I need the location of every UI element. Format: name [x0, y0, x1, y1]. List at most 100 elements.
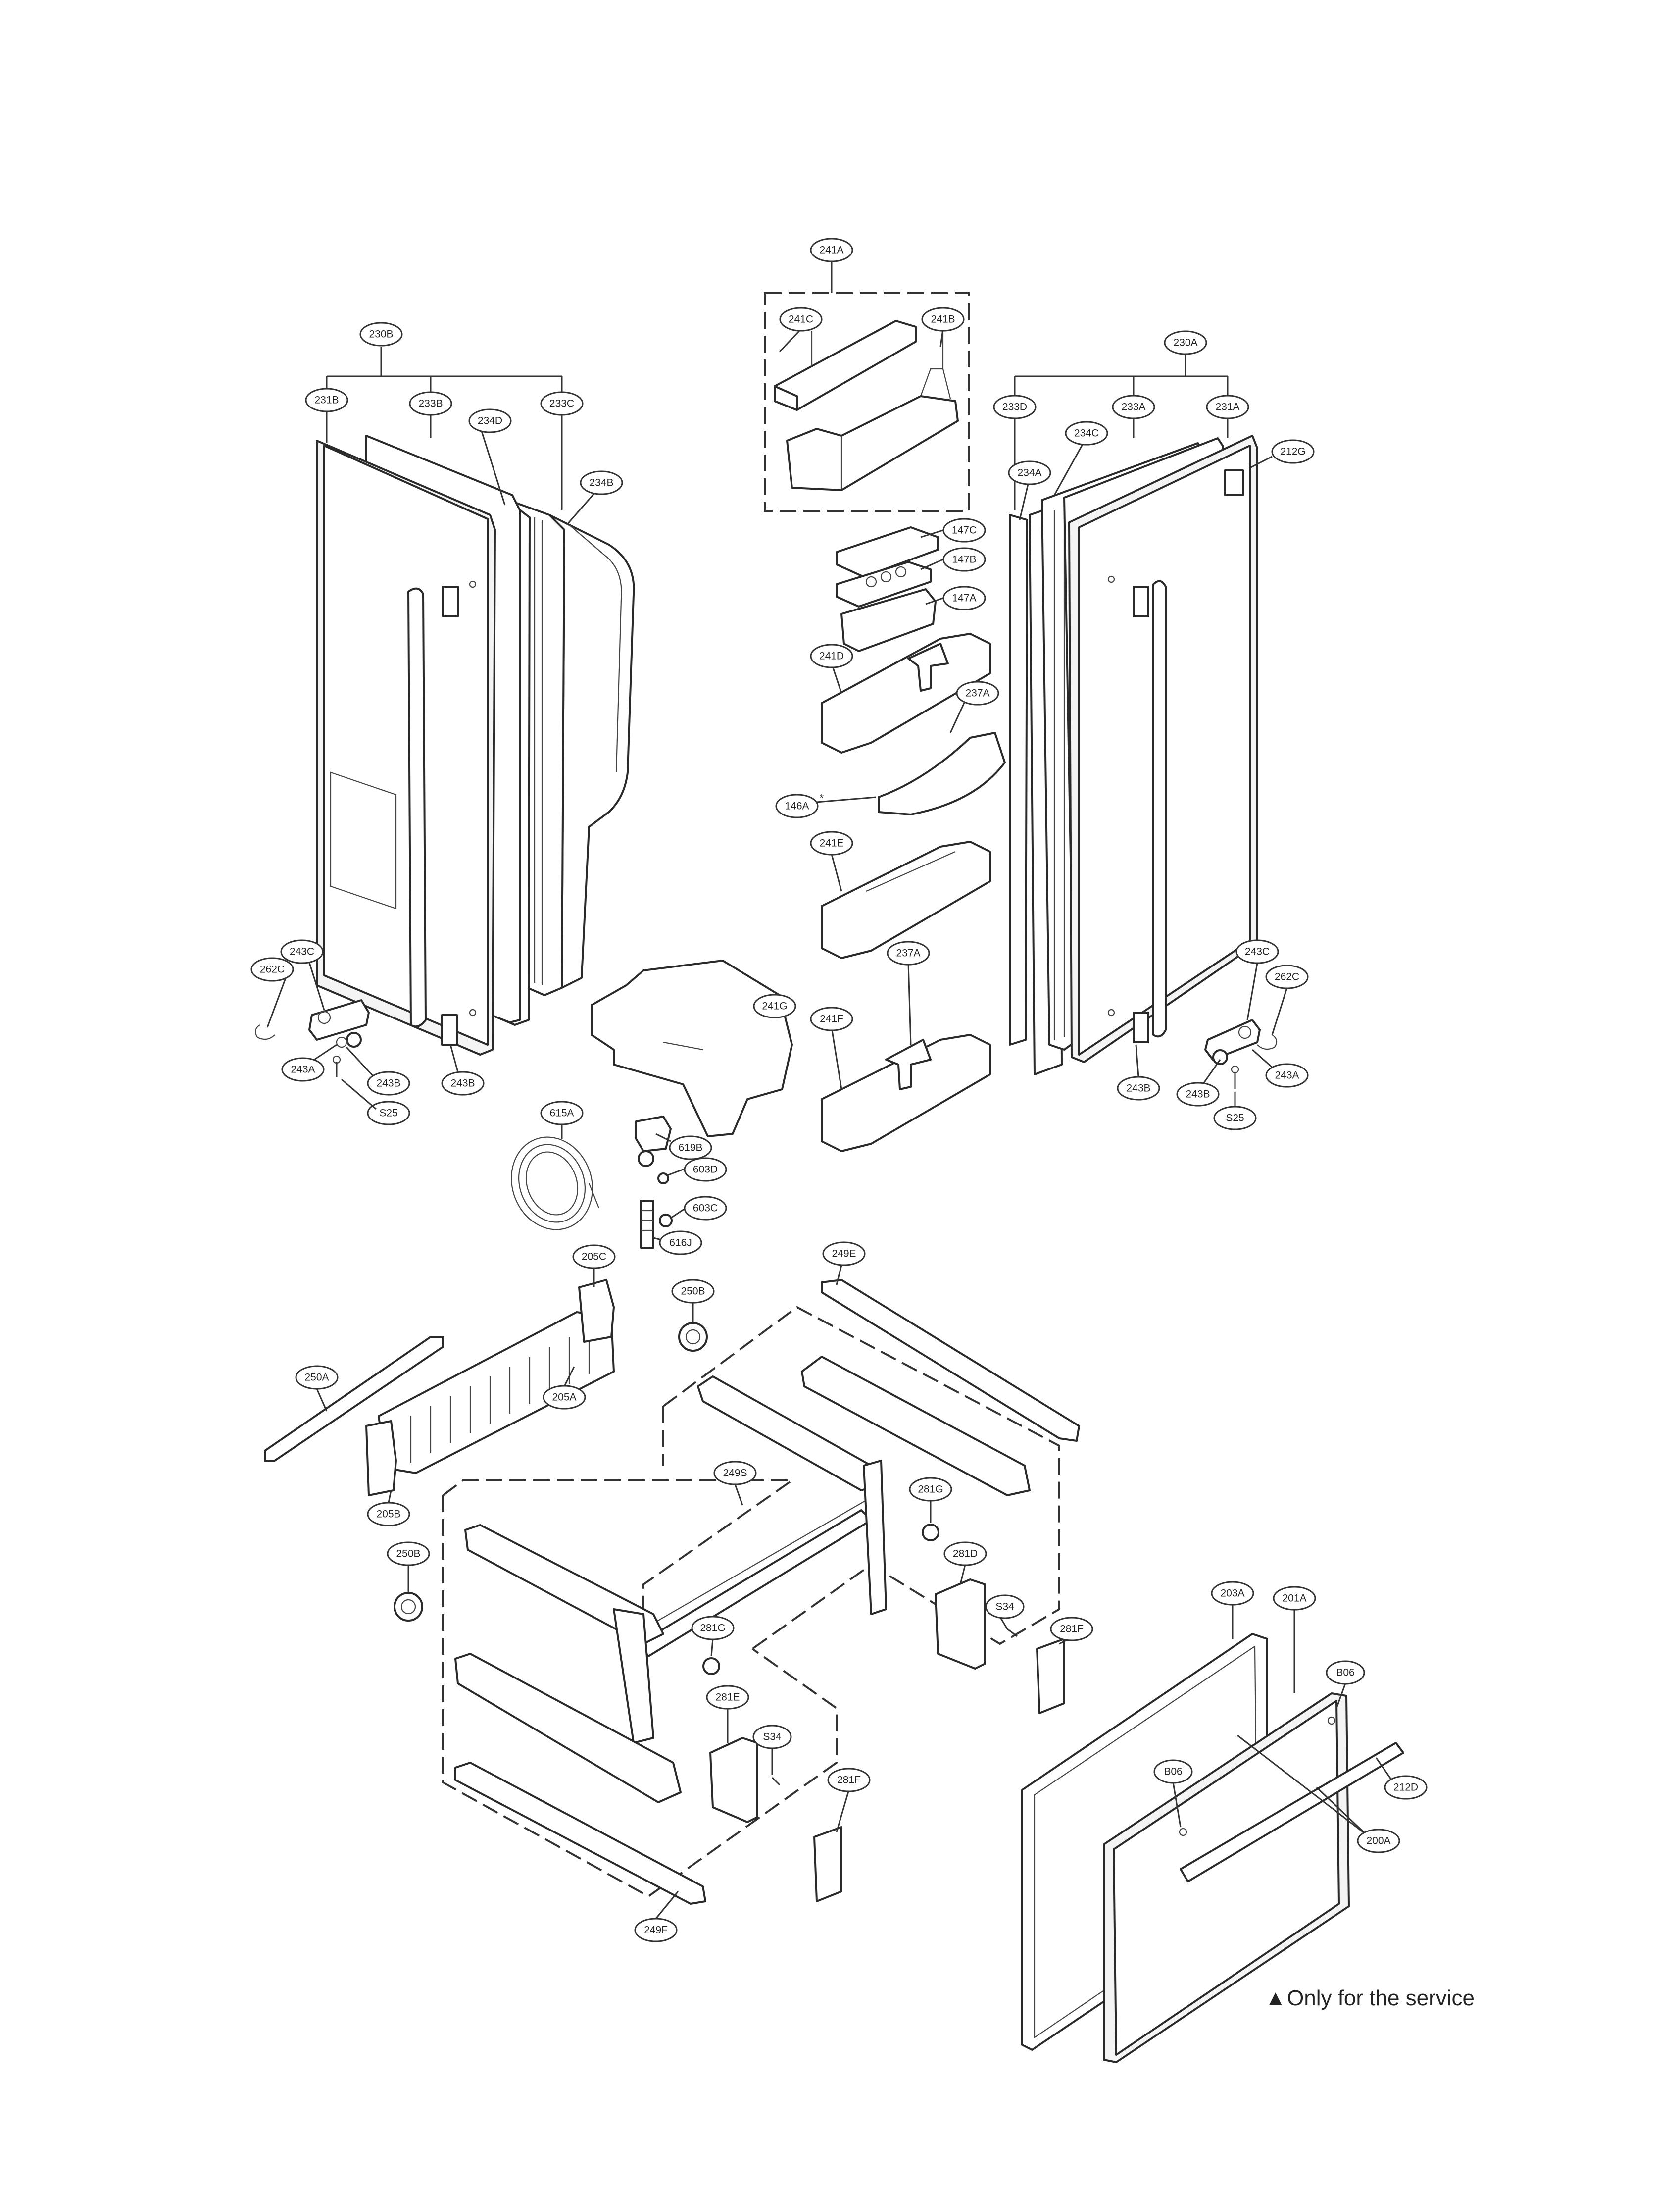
label-603C: 603C — [684, 1196, 727, 1221]
svg-text:250B: 250B — [681, 1286, 705, 1297]
svg-text:615A: 615A — [549, 1108, 574, 1119]
svg-text:241D: 241D — [819, 651, 844, 662]
svg-text:231B: 231B — [314, 395, 339, 406]
label-241G: 241G — [753, 994, 796, 1018]
label-243A-left: 243A — [281, 1057, 325, 1082]
svg-text:243B: 243B — [1126, 1083, 1150, 1094]
drawer-door-assembly — [1021, 1633, 1404, 2063]
label-241D: 241D — [810, 644, 853, 668]
door-bins — [591, 526, 1006, 1152]
label-262C-right: 262C — [1265, 965, 1309, 989]
svg-text:233A: 233A — [1121, 402, 1145, 413]
svg-text:B06: B06 — [1164, 1766, 1182, 1778]
label-619B: 619B — [669, 1135, 712, 1160]
label-233D: 233D — [993, 395, 1037, 419]
label-203A: 203A — [1211, 1581, 1254, 1606]
label-205A: 205A — [543, 1385, 586, 1410]
label-205B: 205B — [367, 1502, 410, 1526]
label-S34-lower: S34 — [752, 1725, 792, 1749]
svg-text:243C: 243C — [290, 946, 314, 958]
svg-text:146A: 146A — [785, 801, 809, 812]
svg-text:250B: 250B — [396, 1548, 420, 1560]
svg-text:S34: S34 — [995, 1601, 1014, 1613]
svg-text:243B: 243B — [376, 1078, 400, 1089]
svg-text:200A: 200A — [1366, 1835, 1390, 1847]
service-note: ▲ Only for the service — [1265, 1986, 1475, 2010]
label-233C: 233C — [540, 391, 584, 416]
svg-text:281E: 281E — [715, 1692, 740, 1703]
svg-text:619B: 619B — [678, 1142, 702, 1154]
label-212D: 212D — [1384, 1775, 1428, 1800]
label-262C-left: 262C — [250, 957, 294, 982]
label-281E: 281E — [706, 1685, 749, 1710]
kit-241A-box — [764, 261, 970, 512]
svg-text:249F: 249F — [644, 1925, 668, 1936]
svg-text:262C: 262C — [260, 964, 285, 975]
label-281F-lower: 281F — [827, 1768, 871, 1792]
label-230A: 230A — [1164, 330, 1207, 355]
label-212G: 212G — [1271, 439, 1315, 464]
part-labels: 241A 241C 241B 230B 231B 233B 234D 233C … — [250, 238, 1428, 1942]
svg-text:281D: 281D — [953, 1548, 978, 1560]
svg-text:B06: B06 — [1336, 1667, 1354, 1678]
svg-text:603C: 603C — [693, 1203, 718, 1214]
svg-text:243A: 243A — [291, 1064, 315, 1075]
svg-text:S25: S25 — [379, 1108, 397, 1119]
svg-text:241F: 241F — [820, 1014, 843, 1025]
svg-text:147C: 147C — [952, 525, 977, 536]
svg-text:234B: 234B — [589, 477, 613, 489]
label-281G-lower: 281G — [691, 1616, 735, 1640]
hinge-parts — [254, 999, 1278, 1089]
water-line-parts — [511, 1116, 673, 1249]
label-281F-upper: 281F — [1050, 1617, 1093, 1641]
label-243C-right: 243C — [1235, 939, 1279, 964]
svg-text:281F: 281F — [1060, 1624, 1084, 1635]
svg-text:205A: 205A — [552, 1392, 576, 1403]
left-door-assembly — [316, 347, 635, 1056]
svg-text:201A: 201A — [1282, 1593, 1306, 1604]
label-146A: 146A * — [775, 793, 824, 818]
svg-text:S25: S25 — [1226, 1113, 1244, 1124]
svg-text:250A: 250A — [304, 1372, 329, 1383]
svg-text:147B: 147B — [952, 554, 976, 565]
label-241B: 241B — [921, 307, 965, 332]
label-234A: 234A — [1008, 460, 1051, 485]
svg-text:603D: 603D — [693, 1164, 718, 1175]
label-147A: 147A — [942, 586, 986, 610]
label-249F: 249F — [634, 1918, 678, 1942]
label-233B: 233B — [409, 391, 452, 416]
svg-text:243B: 243B — [450, 1078, 475, 1089]
svg-text:281G: 281G — [918, 1484, 943, 1495]
label-233A: 233A — [1112, 395, 1155, 419]
svg-text:262C: 262C — [1275, 971, 1299, 983]
label-249E: 249E — [822, 1241, 866, 1266]
svg-text:249E: 249E — [832, 1248, 856, 1260]
svg-text:*: * — [820, 793, 824, 804]
svg-text:237A: 237A — [965, 688, 989, 699]
label-250B-upper: 250B — [671, 1279, 715, 1304]
label-147C: 147C — [942, 518, 986, 543]
label-281D: 281D — [943, 1541, 987, 1566]
svg-text:243B: 243B — [1186, 1089, 1210, 1100]
label-241F: 241F — [810, 1007, 853, 1031]
label-243C-left: 243C — [280, 939, 324, 964]
label-241C: 241C — [779, 307, 823, 332]
label-S25-right: S25 — [1213, 1106, 1257, 1130]
label-243B-right-2: 243B — [1176, 1082, 1220, 1107]
svg-text:234A: 234A — [1017, 467, 1041, 479]
svg-text:S34: S34 — [763, 1731, 782, 1743]
label-250B-lower: 250B — [387, 1541, 430, 1566]
svg-text:241A: 241A — [819, 245, 843, 256]
label-234D: 234D — [468, 408, 512, 433]
label-S34-upper: S34 — [985, 1594, 1025, 1619]
label-231A: 231A — [1206, 395, 1249, 419]
svg-text:205B: 205B — [376, 1509, 400, 1520]
svg-text:233C: 233C — [549, 398, 574, 409]
label-243B-left-2: 243B — [441, 1071, 485, 1096]
svg-text:281G: 281G — [700, 1623, 725, 1634]
svg-text:243C: 243C — [1245, 946, 1270, 958]
label-243B-left-1: 243B — [367, 1071, 410, 1096]
label-615A: 615A — [540, 1101, 584, 1125]
svg-text:241E: 241E — [819, 838, 843, 849]
